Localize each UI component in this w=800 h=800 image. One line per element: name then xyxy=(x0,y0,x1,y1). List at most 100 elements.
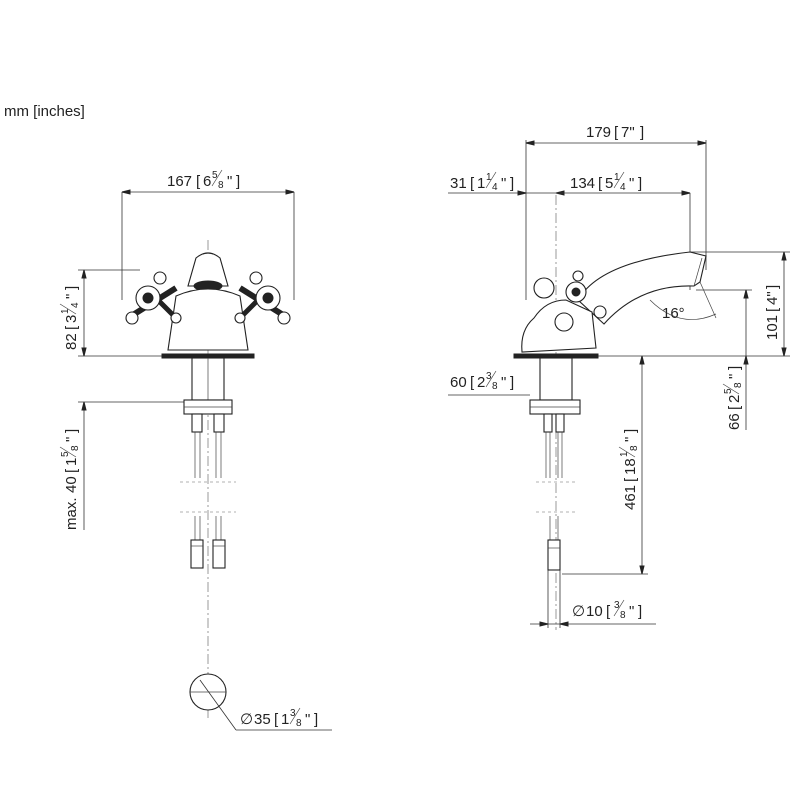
side-hose-length-mm: 461 xyxy=(622,485,639,510)
side-offset-den: 4 xyxy=(492,182,498,193)
side-length-mm: 179 xyxy=(586,124,611,141)
front-height-whole: 3 xyxy=(63,315,80,323)
side-view: 179 [ 7" ] 31 [ 1 1 4 " ] 134 [ 5 1 xyxy=(448,124,790,630)
side-front-handle xyxy=(554,312,574,332)
hose-diameter-suffix: " xyxy=(629,603,634,620)
side-hose-length-whole: 18 xyxy=(622,458,639,475)
side-base-suffix: " xyxy=(501,374,506,391)
side-hose-length-den: 8 xyxy=(629,445,640,451)
front-width-close-bracket: ] xyxy=(236,173,240,190)
side-spout xyxy=(577,251,707,325)
front-height-open-bracket: [ xyxy=(63,325,80,330)
side-base-den: 8 xyxy=(492,381,498,392)
front-width-whole: 6 xyxy=(203,173,211,190)
hose-diameter-num: 3 xyxy=(614,600,620,611)
front-right-handle xyxy=(234,271,291,325)
front-width-open-bracket: [ xyxy=(196,173,201,190)
side-shank xyxy=(539,357,573,401)
side-outlet-height-suffix: " xyxy=(726,374,743,379)
side-outlet-height-open-bracket: [ xyxy=(726,405,743,410)
hose-diameter-open-bracket: [ xyxy=(606,603,611,620)
hose-diameter-mm: 10 xyxy=(586,603,603,620)
side-hose-length-close-bracket: ] xyxy=(622,429,639,433)
front-thickness-whole: 1 xyxy=(63,458,80,466)
hole-diameter-num: 3 xyxy=(290,708,296,719)
front-thickness-dimension: max. 40 [ 1 5 8 " ] xyxy=(59,401,190,530)
hole-diameter-open-bracket: [ xyxy=(274,711,279,728)
side-spout-height-dimension: 101 [ 4" ] xyxy=(588,251,790,357)
front-body xyxy=(167,288,249,351)
front-height-dimension: 82 [ 3 1 4 " ] xyxy=(59,269,165,357)
side-spout-height-mm: 101 xyxy=(764,315,781,340)
side-reach-close-bracket: ] xyxy=(638,175,642,192)
side-faucet-body: 16° xyxy=(513,251,717,571)
hose-diameter-close-bracket: ] xyxy=(638,603,642,620)
side-base-close-bracket: ] xyxy=(510,374,514,391)
front-faucet-body xyxy=(125,252,291,711)
side-base-plate xyxy=(513,353,599,359)
front-thickness-close-bracket: ] xyxy=(63,429,80,433)
side-reach-num: 1 xyxy=(614,172,620,183)
side-length-dimension: 179 [ 7" ] xyxy=(525,124,707,300)
side-offset-suffix: " xyxy=(501,175,506,192)
side-rear-handle xyxy=(533,277,555,299)
front-thickness-mm: 40 xyxy=(63,476,80,493)
hole-diameter-mm: 35 xyxy=(254,711,271,728)
side-reach-suffix: " xyxy=(629,175,634,192)
side-hose-diameter-dimension: ∅ 10 [ 3 8 " ] xyxy=(530,570,656,628)
hose-diameter-den: 8 xyxy=(620,610,626,621)
front-thickness-open-bracket: [ xyxy=(63,468,80,473)
hose-diameter-symbol: ∅ xyxy=(572,603,585,620)
front-width-suffix: " xyxy=(227,173,232,190)
spout-angle-arc xyxy=(649,299,717,320)
side-hose-length-suffix: " xyxy=(622,437,639,442)
units-label: mm [inches] xyxy=(4,103,85,120)
hole-diameter-symbol: ∅ xyxy=(240,711,253,728)
side-spout-height-close-bracket: ] xyxy=(764,285,781,289)
side-outlet-height-num: 5 xyxy=(723,388,734,394)
front-height-mm: 82 xyxy=(63,333,80,350)
side-offset-mm: 31 xyxy=(450,175,467,192)
side-base-diameter-dimension: 60 [ 2 3 8 " ] xyxy=(448,370,530,396)
front-height-num: 1 xyxy=(60,308,71,314)
side-base-num: 3 xyxy=(486,371,492,382)
side-base-open-bracket: [ xyxy=(470,374,475,391)
side-hoses xyxy=(536,413,576,571)
front-height-den: 4 xyxy=(70,302,81,308)
front-height-close-bracket: ] xyxy=(63,286,80,290)
side-length-open-bracket: [ xyxy=(614,124,619,141)
side-hose-length-num: 1 xyxy=(619,451,630,457)
side-spout-height-inch: 4" xyxy=(764,291,781,305)
front-height-suffix: " xyxy=(63,294,80,299)
side-outlet-height-dimension: 66 [ 2 5 8 " ] xyxy=(696,289,752,430)
spout-angle-label: 16° xyxy=(662,305,685,322)
side-offset-close-bracket: ] xyxy=(510,175,514,192)
side-base-mm: 60 xyxy=(450,374,467,391)
side-offset-dimension: 31 [ 1 1 4 " ] xyxy=(448,171,565,196)
side-reach-mm: 134 xyxy=(570,175,595,192)
side-outlet-height-den: 8 xyxy=(733,382,744,388)
side-reach-open-bracket: [ xyxy=(598,175,603,192)
side-outlet-height-whole: 2 xyxy=(726,395,743,403)
front-width-num: 5 xyxy=(212,170,218,181)
front-thickness-prefix: max. xyxy=(63,497,80,530)
side-length-inch: 7" xyxy=(621,124,635,141)
front-hole-diameter-dimension: ∅ 35 [ 1 3 8 " ] xyxy=(199,679,332,731)
front-base-plate xyxy=(161,353,255,359)
side-reach-den: 4 xyxy=(620,182,626,193)
front-hoses xyxy=(180,413,236,569)
front-width-den: 8 xyxy=(218,180,224,191)
hole-diameter-suffix: " xyxy=(305,711,310,728)
hole-diameter-whole: 1 xyxy=(281,711,289,728)
side-hose-length-dimension: 461 [ 18 1 8 " ] xyxy=(562,355,648,575)
side-outlet-height-mm: 66 xyxy=(726,413,743,430)
front-view: 167 [ 6 5 8 " ] 82 [ 3 1 4 " ] xyxy=(59,169,332,731)
front-thickness-den: 8 xyxy=(70,445,81,451)
side-length-close-bracket: ] xyxy=(640,124,644,141)
hole-diameter-close-bracket: ] xyxy=(314,711,318,728)
side-hose-length-open-bracket: [ xyxy=(622,477,639,482)
front-width-dimension: 167 [ 6 5 8 " ] xyxy=(121,169,295,300)
front-spout-top xyxy=(187,252,229,287)
front-thickness-suffix: " xyxy=(63,437,80,442)
